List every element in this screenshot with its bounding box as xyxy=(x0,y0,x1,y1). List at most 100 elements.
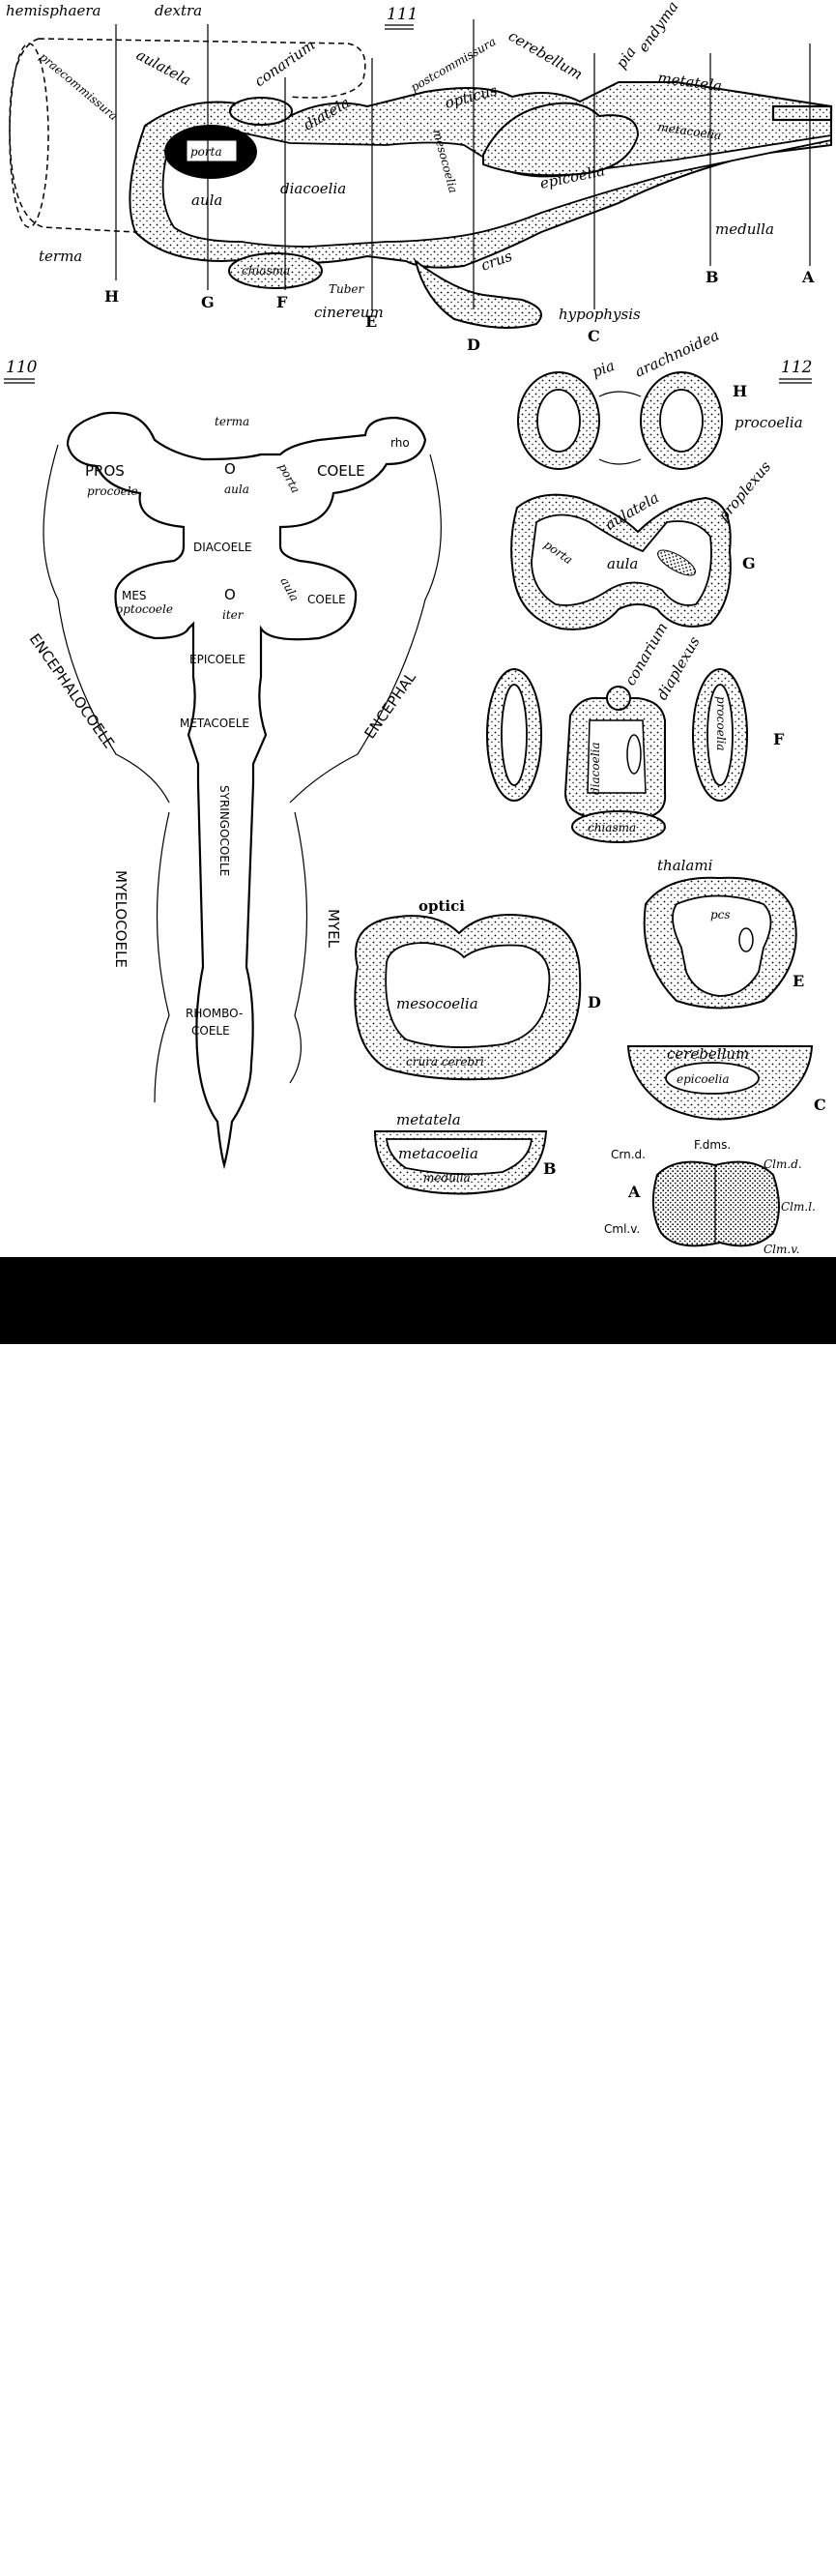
section-lines xyxy=(115,19,811,309)
hemisphere-end xyxy=(9,43,49,228)
stock-image-id: FP233B xyxy=(752,2533,807,2551)
section-112-letter-c: C xyxy=(814,1096,826,1114)
label-chiasma: chiasma xyxy=(242,264,290,278)
label-112-clm-l: Clm.l. xyxy=(781,1200,816,1214)
label-112-thalami: thalami xyxy=(657,857,713,874)
label-diacoelia: diacoelia xyxy=(280,180,346,197)
label-110-syringocoele: SYRINGOCOELE xyxy=(217,785,231,876)
section-c: cerebellum epicoelia C xyxy=(626,1045,826,1121)
label-terma: terma xyxy=(39,248,82,265)
section-letter-d: D xyxy=(467,336,480,354)
section-h: pia arachnoidea procoelia H xyxy=(517,327,803,470)
ventricle-cavity xyxy=(161,129,832,248)
section-letter-g: G xyxy=(201,293,215,311)
label-112-clm-d: Clm.d. xyxy=(764,1157,802,1171)
label-112-procoelia-f: procoelia xyxy=(714,696,728,751)
section-b: metatela metacoelia medulla B xyxy=(373,1111,557,1195)
label-porta: porta xyxy=(190,145,222,159)
label-aula: aula xyxy=(191,191,222,209)
label-110-coele-top: COELE xyxy=(317,462,365,480)
section-d: optici mesocoelia crura cerebri D xyxy=(354,897,601,1081)
label-110-iter: iter xyxy=(222,608,245,622)
label-110-pros: PROS xyxy=(85,462,125,480)
label-112-chiasma: chiasma xyxy=(588,821,636,834)
label-110-o-mid: O xyxy=(224,586,236,603)
section-112-letter-f: F xyxy=(773,730,785,748)
section-letter-a: A xyxy=(801,268,815,286)
label-110-porta: porta xyxy=(275,461,303,495)
label-110-encephal: ENCEPHAL xyxy=(361,668,420,742)
section-letter-b: B xyxy=(706,268,719,286)
label-dextra: dextra xyxy=(155,2,202,19)
section-112-letter-b: B xyxy=(543,1159,557,1178)
stock-site: www.alamy.com xyxy=(690,2555,807,2572)
section-letter-h: H xyxy=(104,287,119,306)
section-112-letter-a: A xyxy=(627,1183,641,1201)
label-112-crn-d: Crn.d. xyxy=(611,1148,646,1161)
label-112-medulla: medulla xyxy=(423,1171,471,1185)
label-112-procoelia: procoelia xyxy=(735,414,803,431)
figure-112-number: 112 xyxy=(781,358,812,377)
label-hypophysis: hypophysis xyxy=(559,306,641,323)
label-112-epicoelia: epicoelia xyxy=(677,1072,730,1086)
section-a: Crn.d. F.dms. Clm.d. Clm.l. Cml.v. Clm.v… xyxy=(604,1138,816,1256)
label-112-crura-cerebri: crura cerebri xyxy=(406,1055,484,1068)
section-e: thalami pcs E xyxy=(643,857,804,1010)
section-112-letter-g: G xyxy=(742,554,756,572)
label-112-cerebellum: cerebellum xyxy=(667,1045,749,1063)
stock-info: FP233B www.alamy.com xyxy=(690,2532,807,2574)
section-letter-c: C xyxy=(588,327,600,345)
label-110-terma: terma xyxy=(215,415,249,428)
label-112-metatela: metatela xyxy=(396,1111,461,1128)
section-f: conarium diaplexus diacoelia procoelia c… xyxy=(486,620,785,843)
label-110-mes: MES xyxy=(122,589,147,602)
label-praecommissura: praecommissura xyxy=(37,50,120,124)
label-pia: pia xyxy=(613,44,640,72)
figure-111-number: 111 xyxy=(387,5,418,24)
label-endyma: endyma xyxy=(635,0,682,55)
label-112-f-dms: F.dms. xyxy=(694,1138,731,1152)
stock-watermark-bar: alamy FP233B www.alamy.com xyxy=(0,1257,836,2576)
label-112-clm-v: Clm.v. xyxy=(764,1243,799,1256)
label-112-pcs: pcs xyxy=(710,908,731,922)
label-110-rho: rho xyxy=(390,436,410,450)
encephal-bracket-left xyxy=(43,444,170,804)
label-112-mesocoelia: mesocoelia xyxy=(396,995,478,1012)
cerebellum-lobe xyxy=(482,102,640,177)
section-letter-f: F xyxy=(276,293,288,311)
label-110-myel: MYEL xyxy=(325,909,342,949)
label-112-optici: optici xyxy=(418,897,465,915)
label-112-aula: aula xyxy=(607,555,638,572)
myel-bracket-left xyxy=(154,811,170,1103)
label-112-proplexus: proplexus xyxy=(714,457,774,524)
section-g: aulatela proplexus porta aula G xyxy=(510,457,774,630)
label-110-epicoele: EPICOELE xyxy=(189,653,245,666)
label-medulla: medulla xyxy=(715,220,774,238)
label-112-cml-v: Cml.v. xyxy=(604,1222,640,1236)
spinal-tube xyxy=(771,104,833,122)
chiasma xyxy=(228,252,323,289)
label-110-aula: aula xyxy=(224,483,249,496)
label-tuber: Tuber xyxy=(329,282,365,296)
label-112-metacoelia: metacoelia xyxy=(398,1145,478,1162)
label-110-coele-bottom: COELE xyxy=(191,1024,230,1038)
myel-bracket-right xyxy=(289,811,308,1084)
label-110-optocoele: optocoele xyxy=(116,602,173,616)
section-letter-e: E xyxy=(365,312,377,331)
figure-110-number: 110 xyxy=(6,358,38,377)
label-110-myelocoele: MYELOCOELE xyxy=(112,870,130,968)
figure-111: 111 porta xyxy=(6,0,833,354)
label-112-diacoelia: diacoelia xyxy=(589,742,602,795)
alamy-logo: alamy xyxy=(27,2532,154,2576)
label-110-encephalocoele: ENCEPHALOCOELE xyxy=(26,630,118,751)
label-110-rhombo: RHOMBO- xyxy=(186,1007,243,1020)
label-110-diacoele: DIACOELE xyxy=(193,541,251,554)
label-110-o-top: O xyxy=(224,460,236,478)
hypophysis xyxy=(414,258,542,329)
conarium xyxy=(229,97,293,126)
section-112-letter-h: H xyxy=(733,382,747,400)
label-cerebellum: cerebellum xyxy=(505,27,586,83)
label-110-coele-mid: COELE xyxy=(307,593,346,606)
label-110-procoele: procoele xyxy=(87,484,138,498)
encephal-bracket-right xyxy=(289,454,442,804)
